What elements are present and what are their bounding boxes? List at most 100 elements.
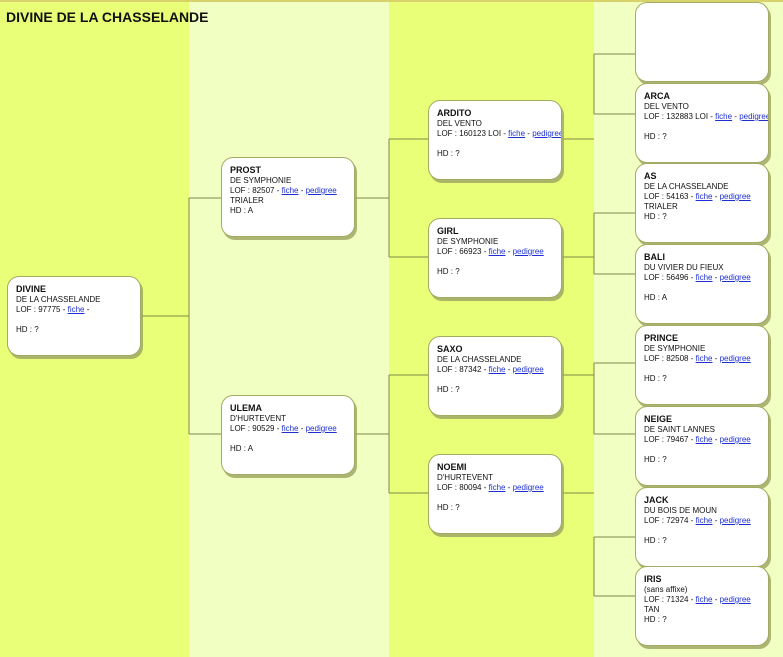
dog-extra: [644, 526, 760, 536]
dog-extra: [437, 493, 553, 503]
pedigree-card-girl: GIRL DE SYMPHONIE LOF : 66923 - fiche - …: [428, 218, 562, 298]
dog-hd: HD : A: [230, 444, 254, 453]
dog-hd: HD : ?: [437, 149, 460, 158]
fiche-link[interactable]: fiche: [695, 354, 713, 363]
pedigree-link[interactable]: pedigree: [719, 273, 751, 282]
fiche-link[interactable]: fiche: [488, 365, 506, 374]
dog-affix: DEL VENTO: [644, 102, 689, 111]
pedigree-card-saxo: SAXO DE LA CHASSELANDE LOF : 87342 - fic…: [428, 336, 562, 416]
dog-lof: LOF : 66923 -: [437, 247, 487, 256]
pedigree-card-jack: JACK DU BOIS DE MOUN LOF : 72974 - fiche…: [635, 487, 769, 567]
dog-lof: LOF : 132883 LOI -: [644, 112, 713, 121]
pedigree-link[interactable]: pedigree: [739, 112, 769, 121]
dog-lof: LOF : 54163 -: [644, 192, 694, 201]
fiche-link[interactable]: fiche: [281, 424, 299, 433]
dog-hd: HD : ?: [644, 132, 667, 141]
fiche-link[interactable]: fiche: [67, 305, 85, 314]
dog-extra: [230, 434, 346, 444]
dog-affix: DE LA CHASSELANDE: [437, 355, 522, 364]
fiche-link[interactable]: fiche: [695, 273, 713, 282]
dog-affix: (sans affixe): [644, 585, 688, 594]
dog-affix: DE SYMPHONIE: [437, 237, 499, 246]
dog-name: NOEMI: [437, 462, 467, 472]
dog-lof: LOF : 82507 -: [230, 186, 280, 195]
dog-name: PRINCE: [644, 333, 679, 343]
dog-hd: HD : ?: [644, 374, 667, 383]
dog-affix: DE SAINT LANNES: [644, 425, 715, 434]
dog-lof: LOF : 90529 -: [230, 424, 280, 433]
dog-name: ARCA: [644, 91, 670, 101]
pedigree-link[interactable]: pedigree: [532, 129, 562, 138]
fiche-link[interactable]: fiche: [281, 186, 299, 195]
dog-extra: TRIALER: [644, 202, 678, 211]
dog-name: ARDITO: [437, 108, 472, 118]
dog-hd: HD : ?: [644, 536, 667, 545]
pedigree-link[interactable]: pedigree: [512, 483, 544, 492]
dog-lof: LOF : 87342 -: [437, 365, 487, 374]
dog-lof: LOF : 71324 -: [644, 595, 694, 604]
dog-name: PROST: [230, 165, 262, 175]
connector-prost: [355, 138, 428, 258]
fiche-link[interactable]: fiche: [488, 247, 506, 256]
dog-extra: [437, 257, 553, 267]
dog-hd: HD : A: [230, 206, 254, 215]
pedigree-card-noemi: NOEMI D'HURTEVENT LOF : 80094 - fiche - …: [428, 454, 562, 534]
dog-name: GIRL: [437, 226, 459, 236]
dog-affix: D'HURTEVENT: [230, 414, 287, 423]
dog-affix: DE LA CHASSELANDE: [16, 295, 101, 304]
dog-lof: LOF : 72974 -: [644, 516, 694, 525]
connector-saxo: [562, 362, 635, 435]
connector-divine: [140, 197, 222, 435]
fiche-link[interactable]: fiche: [715, 112, 733, 121]
dog-hd: HD : ?: [437, 267, 460, 276]
pedigree-link[interactable]: pedigree: [512, 247, 544, 256]
pedigree-link[interactable]: pedigree: [719, 595, 751, 604]
dog-lof: LOF : 97775 -: [16, 305, 66, 314]
pedigree-card-prince: PRINCE DE SYMPHONIE LOF : 82508 - fiche …: [635, 325, 769, 405]
pedigree-link[interactable]: pedigree: [719, 354, 751, 363]
pedigree-link[interactable]: pedigree: [719, 435, 751, 444]
fiche-link[interactable]: fiche: [695, 595, 713, 604]
dog-name: ULEMA: [230, 403, 262, 413]
connector-girl: [562, 212, 635, 275]
pedigree-link[interactable]: pedigree: [719, 192, 751, 201]
dog-affix: DE LA CHASSELANDE: [644, 182, 729, 191]
dog-extra: [644, 445, 760, 455]
dog-extra: [644, 122, 760, 132]
connector-ardito: [562, 53, 635, 140]
pedigree-link[interactable]: pedigree: [305, 424, 337, 433]
page-title: DIVINE DE LA CHASSELANDE: [6, 9, 209, 25]
pedigree-link[interactable]: pedigree: [719, 516, 751, 525]
dog-affix: DE SYMPHONIE: [644, 344, 706, 353]
fiche-link[interactable]: fiche: [508, 129, 526, 138]
pedigree-card-as: AS DE LA CHASSELANDE LOF : 54163 - fiche…: [635, 163, 769, 243]
dog-lof: LOF : 79467 -: [644, 435, 694, 444]
pedigree-link[interactable]: pedigree: [305, 186, 337, 195]
pedigree-card-bali: BALI DU VIVIER DU FIEUX LOF : 56496 - fi…: [635, 244, 769, 324]
dog-name: NEIGE: [644, 414, 673, 424]
dog-affix: DE SYMPHONIE: [230, 176, 292, 185]
fiche-link[interactable]: fiche: [695, 516, 713, 525]
fiche-link[interactable]: fiche: [695, 192, 713, 201]
dog-name: AS: [644, 171, 657, 181]
pedigree-card-arca: ARCA DEL VENTO LOF : 132883 LOI - fiche …: [635, 83, 769, 163]
dog-name: SAXO: [437, 344, 463, 354]
dog-extra: [437, 139, 553, 149]
dog-name: IRIS: [644, 574, 662, 584]
top-border: [0, 0, 783, 2]
dog-name: BALI: [644, 252, 665, 262]
pedigree-card-iris: IRIS (sans affixe) LOF : 71324 - fiche -…: [635, 566, 769, 646]
pedigree-card-ulema: ULEMA D'HURTEVENT LOF : 90529 - fiche - …: [221, 395, 355, 475]
dog-extra: [644, 364, 760, 374]
pedigree-link[interactable]: pedigree: [512, 365, 544, 374]
pedigree-card-prost: PROST DE SYMPHONIE LOF : 82507 - fiche -…: [221, 157, 355, 237]
dog-hd: HD : ?: [437, 385, 460, 394]
connector-ulema: [355, 374, 428, 494]
dog-name: DIVINE: [16, 284, 47, 294]
dog-affix: D'HURTEVENT: [437, 473, 494, 482]
fiche-link[interactable]: fiche: [695, 435, 713, 444]
fiche-link[interactable]: fiche: [488, 483, 506, 492]
pedigree-card-divine: DIVINE DE LA CHASSELANDE LOF : 97775 - f…: [7, 276, 141, 356]
dog-extra: [16, 315, 132, 325]
